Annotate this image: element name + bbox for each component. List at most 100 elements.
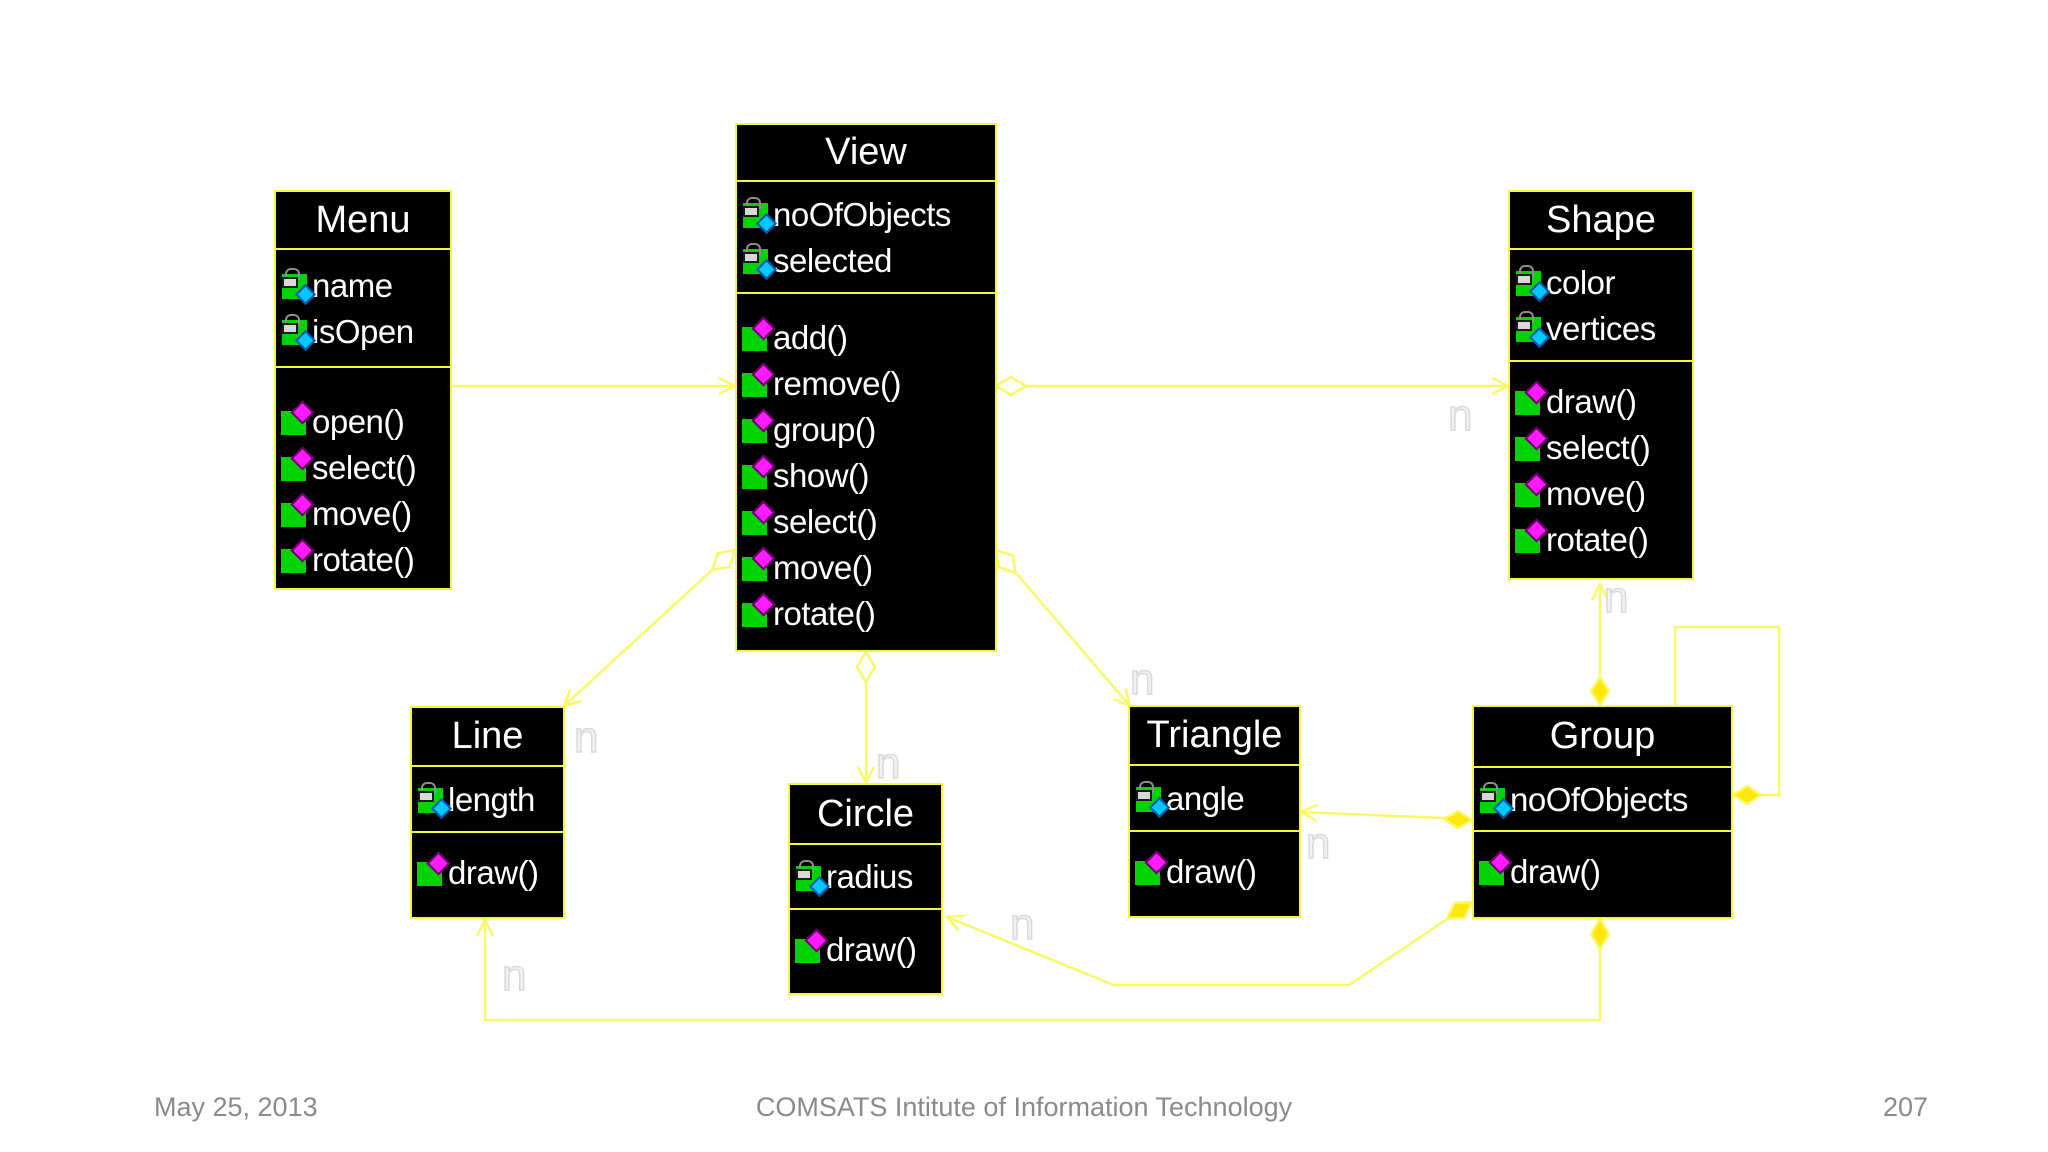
method-name: remove(): [773, 364, 902, 402]
public-method-icon: [742, 546, 776, 584]
aggregation-diamond-view-triangle: [994, 548, 1018, 575]
composition-diamond-group-line: [1589, 916, 1611, 952]
aggregation-diamond-view-line: [710, 548, 737, 572]
method-row: rotate(): [1510, 516, 1692, 562]
method-row: rotate(): [737, 590, 995, 636]
attributes-compartment: radius: [790, 843, 941, 910]
footer-institution: COMSATS Intitute of Information Technolo…: [755, 1092, 1293, 1122]
public-method-icon: [1135, 850, 1169, 888]
method-row: show(): [737, 452, 995, 498]
method-row: open(): [276, 398, 450, 444]
class-title: Line: [451, 715, 524, 757]
multiplicity-label: n: [501, 951, 527, 1000]
protected-attribute-icon: [1135, 781, 1171, 819]
composition-diamond-group-self: [1730, 784, 1764, 806]
method-name: draw(): [826, 930, 917, 968]
composition-group-triangle-line: [1298, 803, 1445, 822]
public-method-icon: [742, 500, 776, 538]
class-title: Menu: [315, 198, 411, 241]
methods-compartment: add() remove() group() show() select() m…: [737, 294, 995, 650]
protected-attribute-icon: [795, 859, 831, 897]
methods-compartment: draw(): [412, 833, 563, 917]
multiplicity-label: n: [1447, 391, 1473, 440]
attribute-row: color: [1510, 259, 1692, 305]
public-method-icon: [1479, 850, 1513, 888]
protected-attribute-icon: [281, 314, 317, 352]
attributes-compartment: angle: [1130, 764, 1299, 832]
public-method-icon: [742, 408, 776, 446]
method-row: select(): [1510, 424, 1692, 470]
attributes-compartment: noOfObjects: [1474, 766, 1731, 832]
method-row: draw(): [1474, 848, 1731, 894]
multiplicity-label: n: [875, 739, 901, 788]
method-name: draw(): [1166, 852, 1257, 890]
attribute-name: vertices: [1546, 309, 1656, 347]
public-method-icon: [742, 362, 776, 400]
attributes-compartment: noOfObjects selected: [737, 180, 995, 294]
method-row: move(): [1510, 470, 1692, 516]
method-name: rotate(): [1546, 520, 1649, 558]
attribute-name: radius: [826, 858, 913, 895]
class-title: Triangle: [1146, 714, 1283, 756]
aggregation-diamond-view-circle: [855, 649, 877, 685]
method-row: draw(): [790, 926, 941, 972]
class-title: Circle: [816, 792, 915, 835]
method-row: move(): [276, 490, 450, 536]
attributes-compartment: length: [412, 765, 563, 833]
methods-compartment: draw(): [1130, 832, 1299, 916]
attribute-name: angle: [1166, 779, 1245, 817]
public-method-icon: [281, 538, 315, 576]
aggregation-view-triangle-line: [1015, 572, 1132, 709]
class-box-line: Line length draw(): [410, 706, 565, 919]
attribute-row: noOfObjects: [1474, 776, 1731, 822]
methods-compartment: open() select() move() rotate(): [276, 368, 450, 588]
multiplicity-label: n: [1603, 573, 1629, 622]
class-box-triangle: Triangle angle draw(): [1128, 705, 1301, 918]
public-method-icon: [742, 316, 776, 354]
method-name: show(): [773, 456, 870, 494]
method-name: select(): [312, 448, 417, 486]
public-method-icon: [742, 592, 776, 630]
attributes-compartment: color vertices: [1510, 248, 1692, 362]
attribute-row: isOpen: [276, 308, 450, 354]
public-method-icon: [795, 928, 829, 966]
public-method-icon: [281, 492, 315, 530]
method-row: remove(): [737, 360, 995, 406]
class-title: Group: [1549, 715, 1656, 757]
attribute-row: noOfObjects: [737, 191, 995, 237]
method-row: add(): [737, 314, 995, 360]
composition-group-circle-line: [944, 914, 1448, 987]
composition-diamond-group-shape: [1589, 674, 1611, 708]
composition-diamond-group-triangle: [1441, 809, 1475, 830]
method-name: draw(): [1510, 852, 1601, 890]
multiplicity-label: n: [1305, 819, 1331, 868]
protected-attribute-icon: [1479, 782, 1515, 820]
protected-attribute-icon: [417, 782, 453, 820]
public-method-icon: [281, 400, 315, 438]
methods-compartment: draw(): [790, 910, 941, 993]
method-name: move(): [773, 548, 873, 586]
footer-date: May 25, 2013: [154, 1092, 318, 1122]
methods-compartment: draw(): [1474, 832, 1731, 917]
attribute-name: color: [1546, 263, 1616, 301]
class-title: Shape: [1546, 198, 1656, 241]
method-name: select(): [773, 502, 878, 540]
method-name: add(): [773, 318, 848, 356]
methods-compartment: draw() select() move() rotate(): [1510, 362, 1692, 578]
method-row: draw(): [1130, 848, 1299, 894]
protected-attribute-icon: [742, 197, 778, 235]
protected-attribute-icon: [1515, 265, 1551, 303]
attribute-name: noOfObjects: [1510, 780, 1688, 818]
class-title: View: [825, 131, 907, 173]
public-method-icon: [281, 446, 315, 484]
attribute-row: angle: [1130, 775, 1299, 821]
method-name: move(): [1546, 474, 1646, 512]
class-box-view: View noOfObjects selected add() remove(): [735, 123, 997, 652]
method-name: rotate(): [312, 540, 415, 578]
attribute-name: noOfObjects: [773, 195, 951, 233]
method-name: draw(): [448, 853, 539, 891]
method-name: draw(): [1546, 382, 1637, 420]
protected-attribute-icon: [742, 243, 778, 281]
